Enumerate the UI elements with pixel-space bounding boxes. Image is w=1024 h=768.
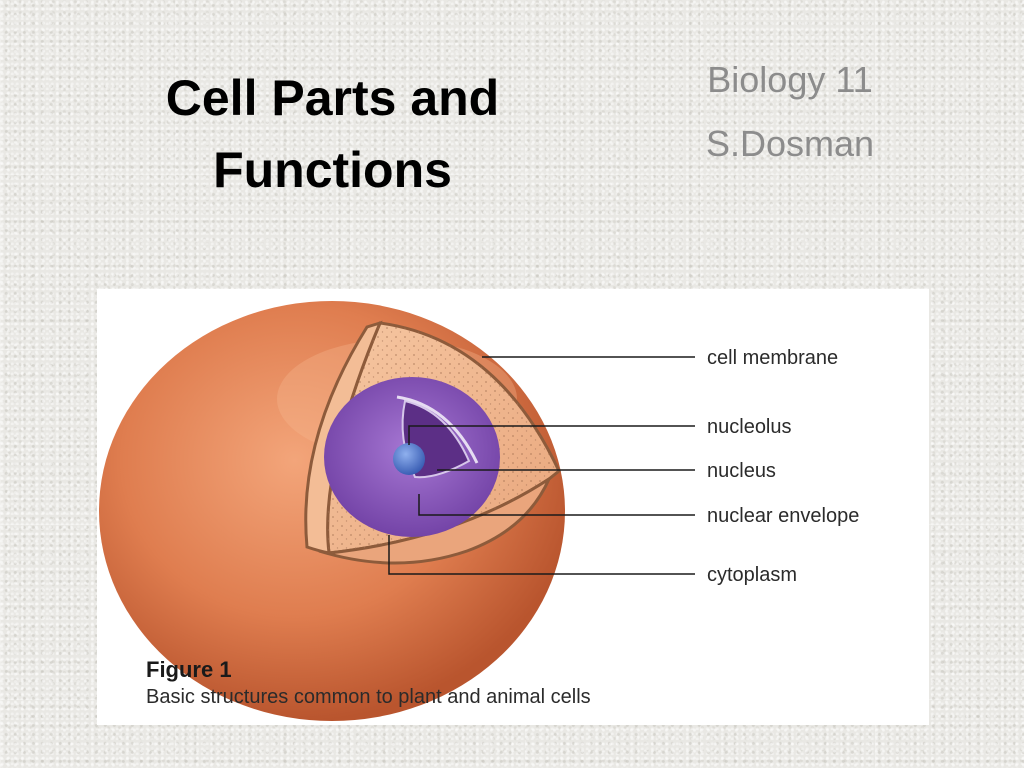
slide-title: Cell Parts and Functions: [130, 62, 535, 206]
course-name: Biology 11: [707, 59, 873, 100]
leader-cytoplasm: [388, 535, 695, 575]
leader-nuclear-envelope: [418, 494, 695, 516]
nuclear-envelope: [396, 395, 479, 464]
leader-nucleolus: [408, 425, 695, 445]
label-cytoplasm: cytoplasm: [707, 564, 797, 586]
label-nucleus: nucleus: [707, 460, 776, 482]
nucleolus: [393, 443, 425, 475]
figure-caption-title: Figure 1: [146, 657, 232, 682]
author-name: S.Dosman: [705, 123, 875, 164]
label-cell-membrane: cell membrane: [707, 347, 838, 369]
leader-lines: [388, 356, 695, 575]
slide-subtitle: Biology 11 S.Dosman: [650, 48, 930, 176]
figure-caption-text: Basic structures common to plant and ani…: [146, 686, 591, 708]
title-line-2: Functions: [213, 142, 452, 198]
title-line-1: Cell Parts and: [165, 70, 500, 126]
figure-panel: cell membrane nucleolus nucleus nuclear …: [97, 289, 929, 725]
label-nuclear-envelope: nuclear envelope: [707, 505, 859, 527]
cell-diagram: cell membrane nucleolus nucleus nuclear …: [99, 301, 859, 721]
label-nucleolus: nucleolus: [707, 416, 792, 438]
